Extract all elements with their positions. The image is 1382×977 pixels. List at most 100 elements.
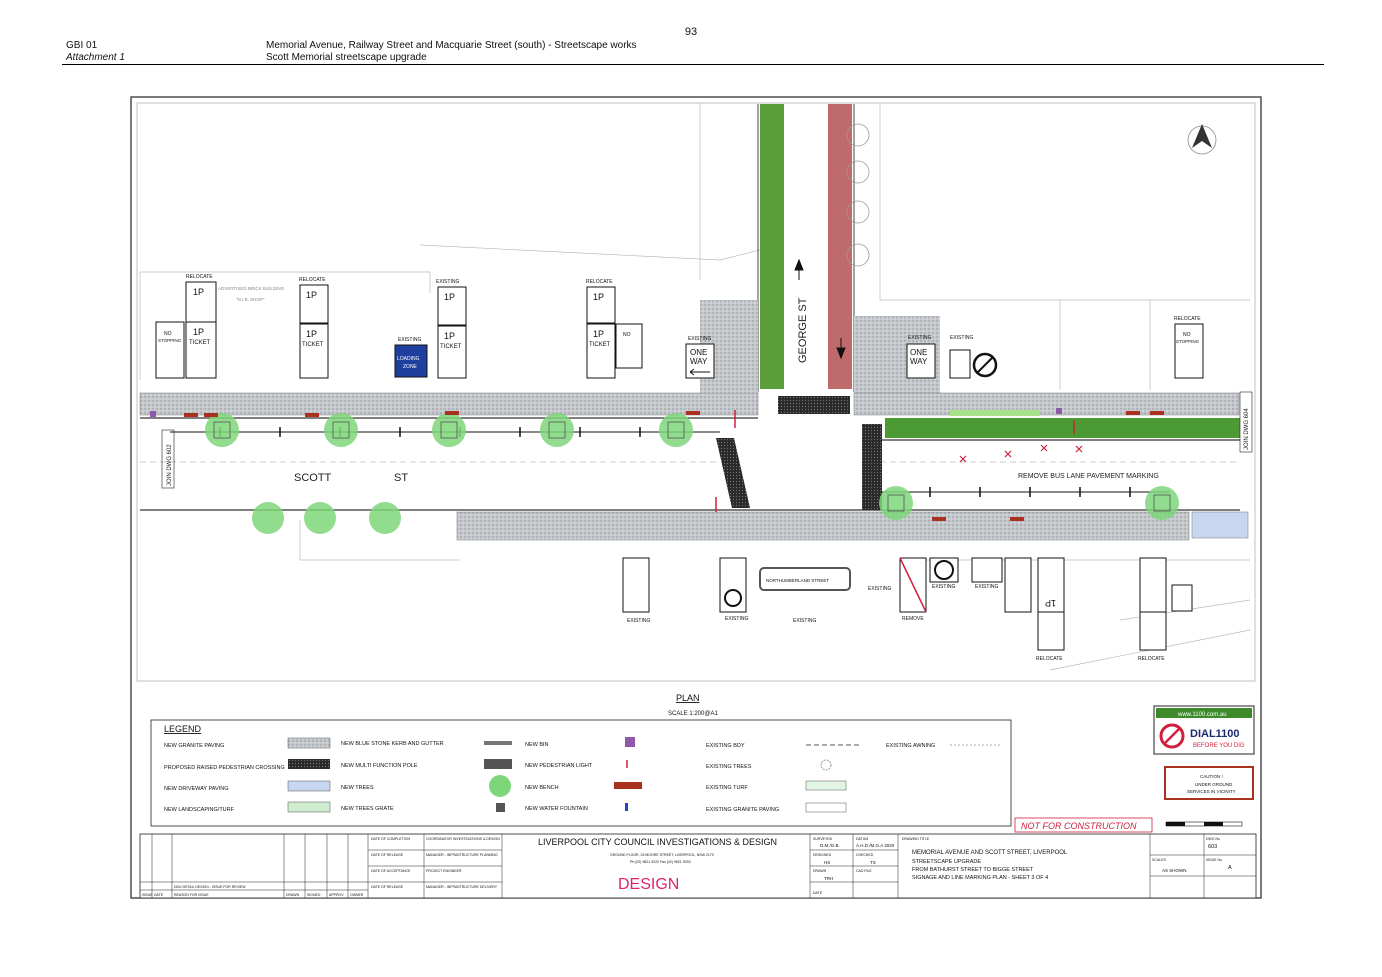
svg-text:1P: 1P xyxy=(444,331,455,341)
header-rule xyxy=(62,64,1324,65)
svg-text:1P: 1P xyxy=(444,292,455,302)
new-trees xyxy=(205,413,1179,534)
sign-one-way-west: EXISTING ONE WAY xyxy=(685,336,715,379)
svg-text:DATE OF RELEASE: DATE OF RELEASE xyxy=(371,885,404,889)
svg-text:DWG No: DWG No xyxy=(1206,837,1220,841)
svg-text:ISSUE: ISSUE xyxy=(142,893,153,897)
svg-text:NEW GRANITE PAVING: NEW GRANITE PAVING xyxy=(164,743,224,749)
north-footpath-east xyxy=(853,392,1240,416)
svg-text:NOT FOR CONSTRUCTION: NOT FOR CONSTRUCTION xyxy=(1021,821,1137,831)
sign-one-way-east: EXISTING EXISTING ONE WAY xyxy=(906,335,998,379)
header-title: Memorial Avenue, Railway Street and Macq… xyxy=(266,40,637,51)
existing-street-trees xyxy=(846,123,870,267)
join-dwg-left-box xyxy=(161,429,175,489)
svg-text:TICKET: TICKET xyxy=(302,342,324,348)
svg-text:DATE OF COMPLETION: DATE OF COMPLETION xyxy=(371,837,410,841)
svg-text:DATUM: DATUM xyxy=(856,837,868,841)
svg-text:1P: 1P xyxy=(593,329,604,339)
svg-text:SURVEYED: SURVEYED xyxy=(813,837,833,841)
svg-text:CHECKED: CHECKED xyxy=(856,853,874,857)
svg-text:1P: 1P xyxy=(593,292,604,302)
svg-text:DRAWING TITLE: DRAWING TITLE xyxy=(902,837,930,841)
not-for-construction-stamp: NOT FOR CONSTRUCTION xyxy=(1014,817,1153,833)
sign-stack-relocate-3: RELOCATE 1P 1P TICKET NO xyxy=(586,279,643,379)
crossing-george-east xyxy=(862,424,882,510)
svg-text:DRAWN: DRAWN xyxy=(286,893,300,897)
crossing-scott-west xyxy=(716,438,750,508)
svg-text:TICKET: TICKET xyxy=(440,344,462,350)
svg-text:DATE OF ACCEPTANCE: DATE OF ACCEPTANCE xyxy=(371,869,411,873)
svg-text:D.M./G.B.: D.M./G.B. xyxy=(820,843,840,848)
south-signs: EXISTING EXISTING NORTHUMBERLAND STREET … xyxy=(622,557,1193,662)
svg-text:TICKET: TICKET xyxy=(189,340,211,346)
svg-text:NEW BENCH: NEW BENCH xyxy=(525,785,559,791)
svg-text:EXISTING: EXISTING xyxy=(975,584,998,590)
title-block: DDU DETAIL DESIGN - ISSUE FOR REVIEW ISS… xyxy=(139,833,1257,899)
svg-text:STREETSCAPE UPGRADE: STREETSCAPE UPGRADE xyxy=(912,859,981,865)
svg-text:CAD FILE: CAD FILE xyxy=(856,869,872,873)
svg-text:EXISTING TREES: EXISTING TREES xyxy=(706,764,752,770)
new-bins xyxy=(150,408,1062,417)
driveway-paving xyxy=(1191,511,1249,539)
svg-text:RELOCATE: RELOCATE xyxy=(1036,656,1063,662)
new-turf-east xyxy=(885,418,1240,438)
svg-text:TS: TS xyxy=(870,860,876,865)
svg-text:NEW LANDSCAPING/TURF: NEW LANDSCAPING/TURF xyxy=(164,807,235,813)
svg-text:EXISTING GRANITE PAVING: EXISTING GRANITE PAVING xyxy=(706,807,779,813)
svg-text:BEFORE YOU DIG: BEFORE YOU DIG xyxy=(1193,743,1245,749)
header-subtitle: Scott Memorial streetscape upgrade xyxy=(266,52,427,63)
svg-text:A.H.D./M.G.A 2020: A.H.D./M.G.A 2020 xyxy=(856,843,895,848)
george-st-green-lane xyxy=(760,104,784,389)
svg-text:NORTHUMBERLAND STREET: NORTHUMBERLAND STREET xyxy=(766,578,829,583)
svg-text:NEW WATER FOUNTAIN: NEW WATER FOUNTAIN xyxy=(525,806,588,812)
svg-text:1P: 1P xyxy=(306,329,317,339)
svg-text:STOPPING: STOPPING xyxy=(1176,339,1200,344)
svg-text:EXISTING: EXISTING xyxy=(950,335,973,341)
legend-title: LEGEND xyxy=(164,724,202,734)
svg-text:NEW TREES GRATE: NEW TREES GRATE xyxy=(341,806,394,812)
sign-stack-relocate-1: RELOCATE 1P 1P TICKET NO STOPPING xyxy=(155,274,217,379)
svg-text:DATE: DATE xyxy=(813,891,823,895)
svg-text:EXISTING: EXISTING xyxy=(793,618,816,624)
svg-text:A: A xyxy=(1228,865,1232,871)
svg-text:MANAGER - INFRASTRUCTURE DELIV: MANAGER - INFRASTRUCTURE DELIVERY xyxy=(426,885,498,889)
header-attachment: Attachment 1 xyxy=(66,52,125,63)
lane-arrow-south xyxy=(836,338,846,360)
svg-text:NEW BLUE STONE KERB AND GUTTER: NEW BLUE STONE KERB AND GUTTER xyxy=(341,741,444,747)
svg-text:DRAWN: DRAWN xyxy=(813,869,827,873)
george-st-red-lane xyxy=(828,104,852,389)
sign-loading-zone: EXISTING LOADING ZONE xyxy=(394,337,428,378)
svg-text:EXISTING: EXISTING xyxy=(627,618,650,624)
svg-text:AS SHOWN: AS SHOWN xyxy=(1162,868,1187,873)
svg-text:RELOCATE: RELOCATE xyxy=(299,277,326,283)
svg-text:SERVICES IN VICINITY: SERVICES IN VICINITY xyxy=(1187,789,1236,794)
svg-text:EXISTING: EXISTING xyxy=(725,616,748,622)
svg-text:FROM BATHURST STREET TO BIGGE: FROM BATHURST STREET TO BIGGE STREET xyxy=(912,867,1034,873)
plan-scale: SCALE 1:200@A1 xyxy=(668,711,718,717)
svg-text:www.1100.com.au: www.1100.com.au xyxy=(1177,712,1227,718)
svg-text:NEW PEDESTRIAN LIGHT: NEW PEDESTRIAN LIGHT xyxy=(525,763,593,769)
tree-grates xyxy=(213,421,1171,512)
svg-text:NO: NO xyxy=(623,332,631,338)
new-benches xyxy=(184,411,1164,521)
scale-bar xyxy=(1165,821,1243,827)
new-pedestrian-lights xyxy=(715,410,1075,512)
building-note: ADVERTISED BRICK BUILDING xyxy=(218,286,285,291)
dial-before-you-dig: www.1100.com.au DIAL1100 BEFORE YOU DIG xyxy=(1153,705,1255,755)
join-dwg-left: JOIN DWG 602 xyxy=(167,444,173,486)
sign-stack-relocate-east: RELOCATE NO STOPPING xyxy=(1174,316,1204,379)
building-outlines xyxy=(139,103,1251,671)
svg-text:COORDINATOR INVESTIGATIONS & D: COORDINATOR INVESTIGATIONS & DESIGN xyxy=(426,837,500,841)
svg-text:CAUTION !: CAUTION ! xyxy=(1200,774,1223,779)
svg-text:NO: NO xyxy=(1183,332,1191,338)
svg-text:EXISTING: EXISTING xyxy=(688,336,711,342)
south-footpath xyxy=(456,511,1190,541)
svg-text:RELOCATE: RELOCATE xyxy=(1174,316,1201,322)
scott-st-label-1: SCOTT xyxy=(294,472,332,484)
svg-text:STOPPING: STOPPING xyxy=(158,338,182,343)
svg-text:MEMORIAL AVENUE AND SCOTT STRE: MEMORIAL AVENUE AND SCOTT STREET, LIVERP… xyxy=(912,850,1068,856)
svg-text:EXISTING: EXISTING xyxy=(932,584,955,590)
page-number: 93 xyxy=(684,26,698,38)
svg-text:603: 603 xyxy=(1208,844,1217,850)
svg-text:TRH: TRH xyxy=(824,876,833,881)
